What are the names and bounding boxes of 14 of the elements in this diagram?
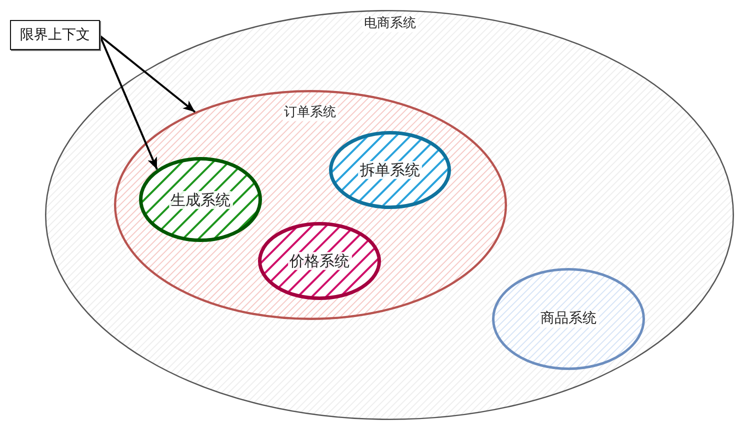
hatched-ellipse [114,90,507,320]
arrow [99,36,158,170]
hatched-ellipse [139,157,262,242]
text-box: 限界上下文 [10,20,100,50]
ellipse-label: 生成系统 [168,190,232,208]
arrow [99,35,196,113]
ellipse-label: 电商系统 [362,16,418,32]
ellipse-label: 拆单系统 [358,161,422,179]
ellipse-label: 订单系统 [282,105,338,121]
hatched-ellipse [258,222,381,300]
ellipse-label: 商品系统 [538,310,598,328]
ellipse-label: 价格系统 [288,252,352,270]
hatched-ellipse [329,131,451,209]
hatched-ellipse [492,268,645,370]
